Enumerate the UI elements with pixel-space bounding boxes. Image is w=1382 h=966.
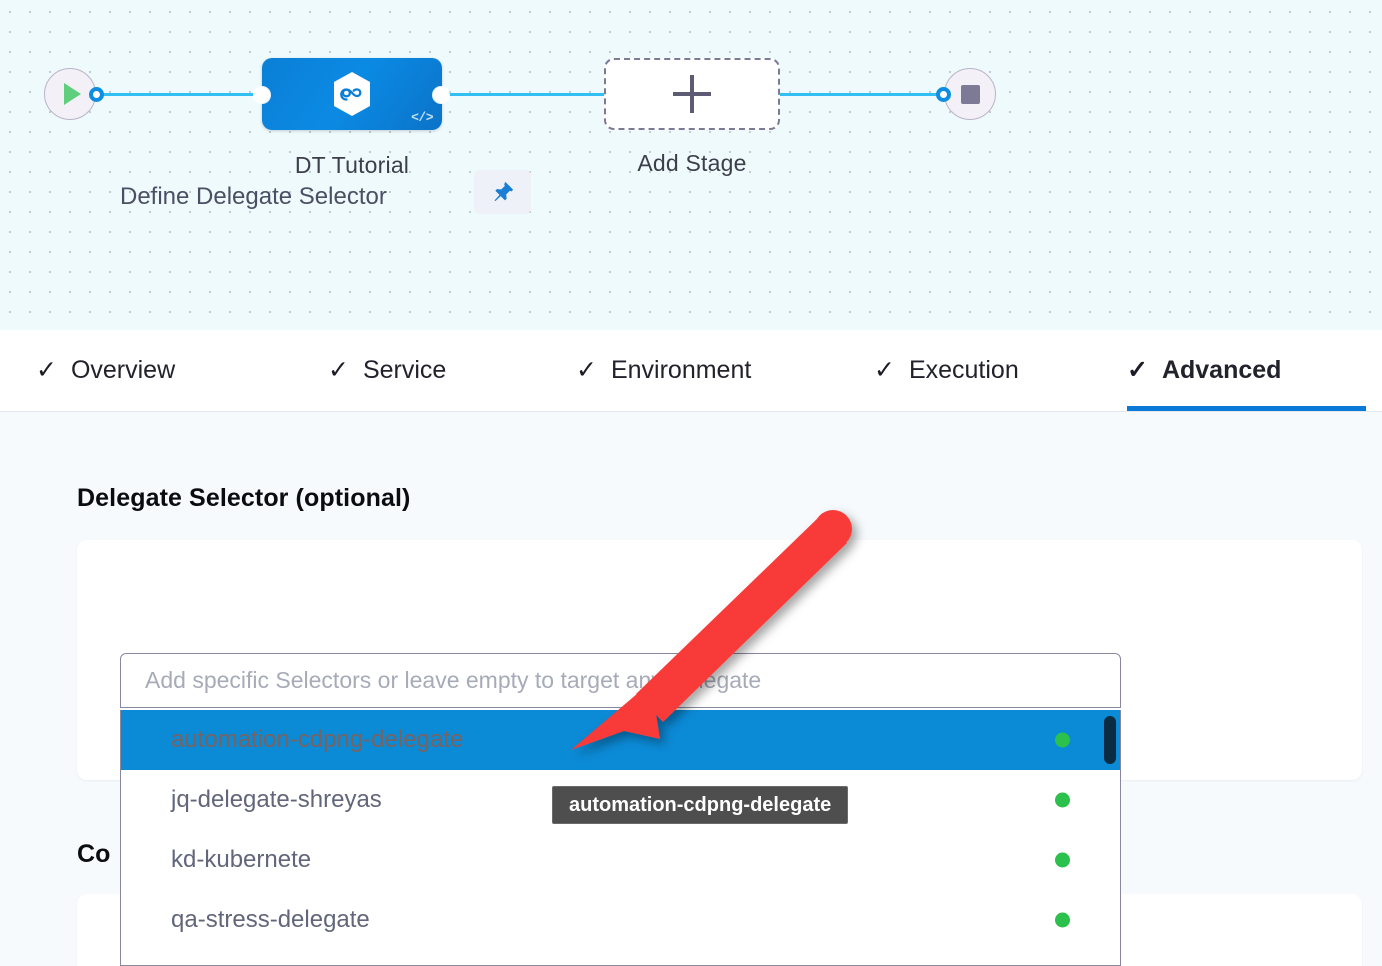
stage-config-tabbar: ✓ Overview ✓ Service ✓ Environment ✓ Exe… (0, 330, 1382, 412)
dropdown-option-kd-kubernete[interactable]: kd-kubernete (121, 830, 1120, 890)
tab-overview-label: Overview (70, 356, 176, 384)
check-icon: ✓ (874, 356, 895, 384)
check-icon: ✓ (1127, 356, 1148, 384)
dropdown-option-automation-cdpng-delegate[interactable]: automation-cdpng-delegate (121, 710, 1120, 770)
connector-add-to-stop (770, 93, 950, 96)
stop-node-port[interactable] (936, 87, 951, 102)
harness-cd-hexagon-icon (334, 72, 370, 116)
delegate-selector-dropdown[interactable]: automation-cdpng-delegate jq-delegate-sh… (120, 710, 1121, 966)
stop-icon (960, 84, 980, 104)
pin-button[interactable] (474, 170, 531, 214)
check-icon: ✓ (328, 356, 349, 384)
dropdown-option-label: jq-delegate-shreyas (171, 786, 382, 813)
connector-start-to-stage (96, 93, 268, 96)
status-dot-connected-icon (1055, 852, 1070, 868)
start-node-port[interactable] (89, 87, 104, 102)
dropdown-option-jq-delegate-shreyas[interactable]: jq-delegate-shreyas (121, 770, 1120, 830)
stage-node-left-port[interactable] (254, 87, 270, 103)
tab-service-label: Service (362, 356, 447, 384)
status-dot-connected-icon (1055, 792, 1070, 808)
dropdown-scrollbar-thumb[interactable] (1104, 716, 1116, 764)
stage-node-dt-tutorial[interactable]: </> (262, 58, 442, 130)
tab-advanced-label: Advanced (1161, 356, 1282, 384)
plus-icon (673, 75, 711, 113)
tab-execution-label: Execution (908, 356, 1019, 384)
tab-advanced[interactable]: ✓ Advanced (1127, 330, 1366, 411)
dropdown-option-label: kd-kubernete (171, 846, 312, 873)
status-dot-connected-icon (1055, 732, 1070, 748)
tab-overview[interactable]: ✓ Overview (36, 330, 183, 411)
delegate-selector-input[interactable] (120, 653, 1121, 708)
add-stage-label: Add Stage (637, 150, 747, 176)
pin-icon (494, 181, 513, 202)
dropdown-option-qa-stress-delegate[interactable]: qa-stress-delegate (121, 890, 1120, 950)
add-stage-button[interactable] (604, 58, 780, 130)
status-dot-connected-icon (1055, 912, 1070, 928)
check-icon: ✓ (576, 356, 597, 384)
stage-node-label: DT Tutorial (294, 152, 410, 178)
delegate-name-tooltip: automation-cdpng-delegate (552, 786, 849, 824)
tab-environment[interactable]: ✓ Environment (576, 330, 759, 411)
connector-stage-to-add (440, 93, 610, 96)
delegate-selector-section-title: Delegate Selector (optional) (77, 484, 411, 512)
tab-environment-label: Environment (610, 356, 752, 384)
dropdown-option-label: qa-stress-delegate (171, 906, 370, 933)
play-icon (64, 83, 81, 105)
tab-service[interactable]: ✓ Service (328, 330, 454, 411)
define-delegate-selector-label: Define Delegate Selector (120, 183, 387, 210)
check-icon: ✓ (36, 356, 57, 384)
tab-execution[interactable]: ✓ Execution (874, 330, 1027, 411)
stage-node-right-port[interactable] (433, 87, 449, 103)
stop-node[interactable] (944, 68, 996, 120)
pipeline-canvas[interactable]: </> DT Tutorial Add Stage (0, 0, 1382, 330)
dropdown-scrollbar[interactable] (1104, 716, 1116, 960)
conditional-execution-section-title: Co (77, 840, 111, 868)
code-template-icon: </> (411, 110, 433, 125)
dropdown-option-label: automation-cdpng-delegate (171, 726, 464, 753)
tooltip-text: automation-cdpng-delegate (569, 793, 832, 816)
start-node[interactable] (44, 68, 96, 120)
